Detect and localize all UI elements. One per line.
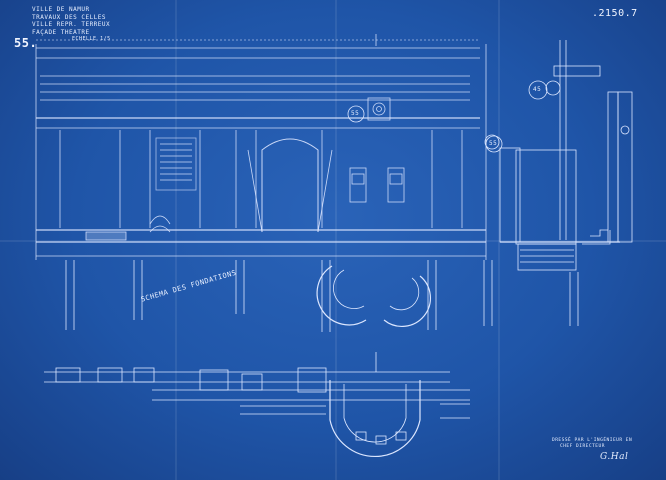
fold-line xyxy=(498,0,500,480)
approval-note: DRESSÉ PAR L'INGÉNIEUR EN CHEF DIRECTEUR xyxy=(552,438,632,450)
approval-line: DRESSÉ PAR L'INGÉNIEUR EN xyxy=(552,438,633,443)
title-line: VILLE REPR. TERREUX xyxy=(32,21,111,28)
signature: G.Hal xyxy=(600,452,629,462)
title-block: VILLE DE NAMUR TRAVAUX DES CELLES VILLE … xyxy=(32,6,111,44)
fold-line xyxy=(335,0,337,480)
plan-view xyxy=(44,352,470,457)
scale-line: ECHELLE 1/5 xyxy=(72,36,111,42)
detail-label: 55 xyxy=(351,110,360,117)
title-line: FAÇADE THEATRE xyxy=(32,28,90,36)
fold-line xyxy=(175,0,177,480)
detail-callouts xyxy=(347,80,548,153)
section-detail xyxy=(484,40,633,326)
title-line: VILLE DE NAMUR xyxy=(32,6,90,13)
detail-label: 55 xyxy=(489,140,498,147)
foundation-piers xyxy=(65,260,493,332)
title-line: TRAVAUX DES CELLES xyxy=(32,13,107,21)
approval-line: CHEF DIRECTEUR xyxy=(560,444,605,449)
sheet-number: 55. xyxy=(14,36,38,50)
fold-line xyxy=(0,240,666,242)
facade-elevation xyxy=(35,34,487,260)
reference-number: .2150.7 xyxy=(592,8,638,19)
detail-label: 45 xyxy=(533,86,542,93)
